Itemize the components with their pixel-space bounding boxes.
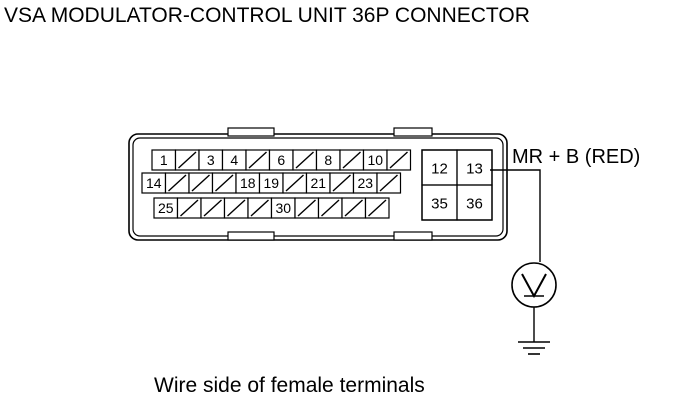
lock-tab-bottom-right (393, 231, 433, 241)
terminal-number: 14 (146, 175, 162, 191)
terminal-number: 23 (357, 175, 373, 191)
terminal-2-2 (164, 172, 190, 194)
ground-icon (518, 341, 550, 355)
terminal-3-8 (317, 197, 343, 219)
terminal-3-7 (294, 197, 320, 219)
terminal-1-5 (245, 149, 271, 171)
terminal-36 (456, 184, 493, 221)
terminal-1-2 (174, 149, 200, 171)
unused-terminal-slash (297, 199, 316, 217)
unused-terminal-slash (248, 151, 267, 169)
terminal-number: 30 (275, 200, 291, 216)
unused-terminal-slash (321, 199, 340, 217)
lock-tab-bottom-left (227, 231, 275, 241)
terminal-3-9 (341, 197, 367, 219)
terminal-1-8: 8 (315, 149, 341, 171)
terminal-2-4 (211, 172, 237, 194)
terminal-2-6: 19 (258, 172, 284, 194)
terminal-number: 1 (160, 152, 168, 168)
terminal-3-10 (364, 197, 390, 219)
unused-terminal-slash (389, 151, 408, 169)
terminal-number: 6 (277, 152, 285, 168)
terminal-1-3: 3 (198, 149, 224, 171)
terminal-1-4: 4 (221, 149, 247, 171)
unused-terminal-slash (180, 199, 199, 217)
terminal-1-7 (292, 149, 318, 171)
terminal-number: 18 (240, 175, 256, 191)
unused-terminal-slash (191, 174, 210, 192)
terminal-number: 4 (230, 152, 238, 168)
terminal-number: 10 (367, 152, 383, 168)
unused-terminal-slash (203, 199, 222, 217)
unused-terminal-slash (168, 174, 187, 192)
unused-terminal-slash (250, 199, 269, 217)
terminal-number: 3 (207, 152, 215, 168)
terminal-number: 21 (310, 175, 326, 191)
terminal-number: 8 (324, 152, 332, 168)
terminal-1-11 (386, 149, 412, 171)
terminal-3-4 (223, 197, 249, 219)
voltmeter-icon (511, 262, 557, 308)
terminal-3-3 (200, 197, 226, 219)
connector-inner-outline (132, 137, 504, 237)
lock-tab-top-left (227, 127, 275, 137)
unused-terminal-slash (295, 151, 314, 169)
terminal-2-9 (329, 172, 355, 194)
terminal-1-10: 10 (362, 149, 388, 171)
terminal-2-5: 18 (235, 172, 261, 194)
unused-terminal-slash (379, 174, 398, 192)
terminal-number: 35 (431, 196, 448, 213)
terminal-3-1: 25 (153, 197, 179, 219)
unused-terminal-slash (285, 174, 304, 192)
terminal-2-3 (188, 172, 214, 194)
unused-terminal-slash (342, 151, 361, 169)
terminal-1-6: 6 (268, 149, 294, 171)
unused-terminal-slash (178, 151, 197, 169)
terminal-3-2 (176, 197, 202, 219)
unused-terminal-slash (227, 199, 246, 217)
terminal-2-1: 14 (141, 172, 167, 194)
terminal-2-11 (376, 172, 402, 194)
terminal-1-1: 1 (151, 149, 177, 171)
diagram-caption: Wire side of female terminals (154, 374, 425, 397)
probe-wire (490, 169, 541, 262)
terminal-2-10: 23 (352, 172, 378, 194)
terminal-2-8: 21 (305, 172, 331, 194)
terminal-number: 36 (466, 196, 483, 213)
terminal-number: 12 (431, 161, 448, 178)
terminal-number: 13 (466, 161, 483, 178)
unused-terminal-slash (215, 174, 234, 192)
terminal-number: 19 (263, 175, 279, 191)
diagram-title: VSA MODULATOR-CONTROL UNIT 36P CONNECTOR (4, 4, 530, 27)
terminal-2-7 (282, 172, 308, 194)
terminal-number: 25 (158, 200, 174, 216)
unused-terminal-slash (344, 199, 363, 217)
probe-label: MR + B (RED) (512, 146, 640, 168)
terminal-1-9 (339, 149, 365, 171)
lock-tab-top-right (393, 127, 433, 137)
unused-terminal-slash (368, 199, 387, 217)
terminal-3-5 (247, 197, 273, 219)
terminal-3-6: 30 (270, 197, 296, 219)
terminal-block-right: 12 13 35 36 (421, 149, 493, 221)
unused-terminal-slash (332, 174, 351, 192)
